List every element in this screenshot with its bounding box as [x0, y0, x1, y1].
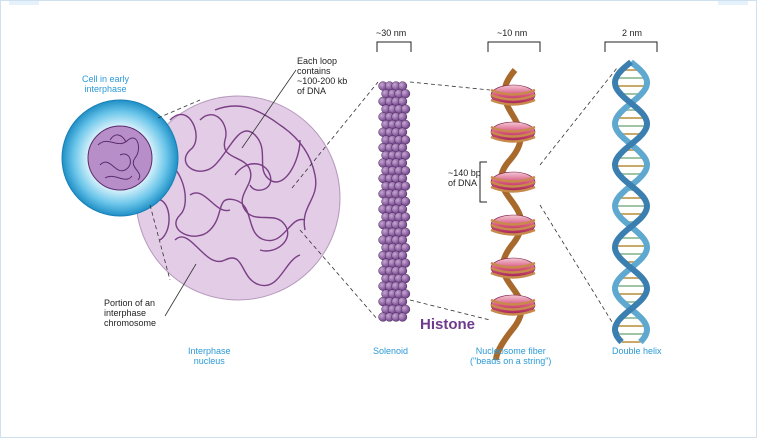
nucleosome-label-line-1: Nucleosome fiber [470, 346, 551, 356]
loop-label-line-2: contains [297, 66, 347, 76]
helix-label: Double helix [612, 346, 662, 356]
portion-label-line-2: interphase [104, 308, 156, 318]
loop-label: Each loop contains ~100-200 kb of DNA [297, 56, 347, 96]
cell-label-line-1: Cell in early [82, 74, 129, 84]
solenoid-scale-label: ~30 nm [376, 28, 406, 38]
loop-label-line-3: ~100-200 kb [297, 76, 347, 86]
bp-label-line-1: ~140 bp [448, 168, 481, 178]
cell-label-line-2: interphase [82, 84, 129, 94]
nucleosome-bead [491, 122, 535, 142]
loop-label-line-1: Each loop [297, 56, 347, 66]
loop-label-line-4: of DNA [297, 86, 347, 96]
nucleosome-bead [491, 215, 535, 235]
nucleus-label: Interphase nucleus [188, 346, 231, 366]
helix-scale-label: 2 nm [622, 28, 642, 38]
nucleus-label-line-2: nucleus [188, 356, 231, 366]
nucleosome-bead [491, 172, 535, 192]
nucleosome-fiber-shape [491, 70, 535, 360]
bp-label: ~140 bp of DNA [448, 168, 481, 188]
portion-label-line-3: chromosome [104, 318, 156, 328]
histone-label: Histone [420, 316, 475, 333]
cell-label: Cell in early interphase [82, 74, 129, 94]
portion-label: Portion of an interphase chromosome [104, 298, 156, 328]
nucleosome-bead [491, 258, 535, 278]
bp-label-line-2: of DNA [448, 178, 481, 188]
nucleosome-bead [491, 295, 535, 315]
double-helix-shape [615, 62, 647, 342]
nucleosome-scale-label: ~10 nm [497, 28, 527, 38]
portion-label-line-1: Portion of an [104, 298, 156, 308]
nucleus-label-line-1: Interphase [188, 346, 231, 356]
nucleosome-bead [491, 85, 535, 105]
solenoid-bead [398, 313, 407, 322]
nucleosome-label-line-2: ("beads on a string") [470, 356, 551, 366]
solenoid-label: Solenoid [373, 346, 408, 356]
nucleosome-label: Nucleosome fiber ("beads on a string") [470, 346, 551, 366]
solenoid-shape [379, 82, 410, 322]
